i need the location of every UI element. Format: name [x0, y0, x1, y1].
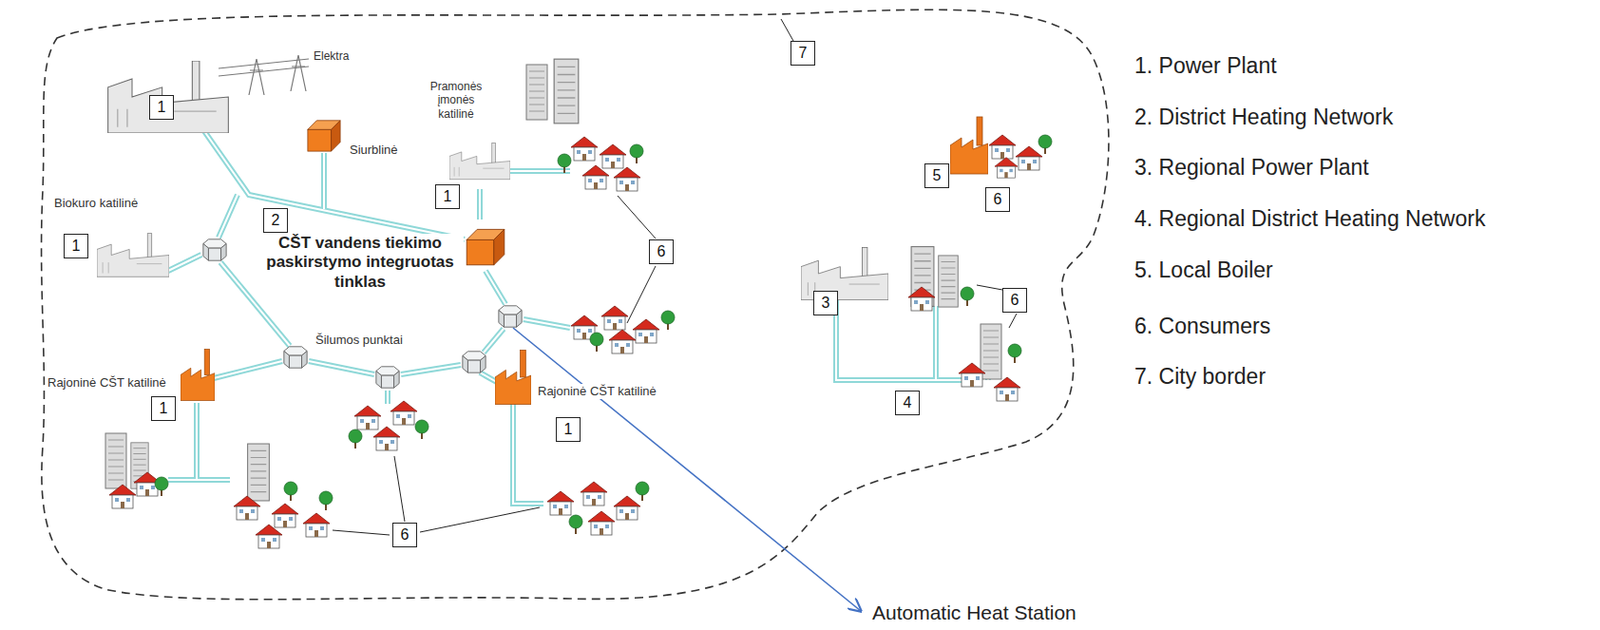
callout-box: 6 [392, 522, 418, 548]
text-label: Šilumos punktai [313, 332, 405, 348]
text-label: Elektra [311, 49, 351, 63]
callout-number: 2 [271, 212, 281, 229]
callout-box: 1 [555, 417, 581, 442]
legend-item: 4. Regional District Heating Network [1132, 206, 1487, 233]
callout-box: 7 [790, 40, 816, 66]
text-label: Automatic Heat Station [870, 600, 1079, 625]
callout-box: 4 [895, 390, 920, 416]
callout-number: 6 [400, 527, 410, 543]
callout-box: 2 [263, 208, 288, 233]
callout-box: 5 [924, 163, 950, 189]
callout-box: 6 [985, 187, 1010, 212]
callout-box: 6 [1002, 287, 1028, 313]
text-label: Pramonės įmonės katilinė [418, 79, 495, 121]
text-label: CŠT vandens tiekimo paskirstymo integruo… [256, 233, 464, 292]
callout-number: 5 [933, 168, 942, 184]
callout-number: 6 [993, 191, 1003, 208]
callout-box: 6 [648, 239, 674, 265]
callout-box: 1 [149, 95, 174, 120]
callout-box: 1 [435, 184, 460, 210]
callout-box: 1 [151, 396, 176, 421]
callout-number: 3 [821, 295, 831, 311]
legend-item: 6. Consumers [1132, 313, 1273, 341]
callout-number: 6 [1010, 292, 1020, 308]
text-label: Rajoninė CŠT katilinė [45, 375, 169, 391]
legend-item: 7. City border [1132, 363, 1268, 391]
text-label: Biokuro katilinė [52, 195, 140, 211]
text-label: Rajoninė CŠT katilinė [535, 383, 659, 400]
legend-item: 3. Regional Power Plant [1132, 154, 1372, 182]
legend-item: 2. District Heating Network [1132, 104, 1395, 132]
callout-number: 1 [443, 189, 453, 205]
callout-number: 1 [564, 421, 573, 438]
callout-number: 1 [159, 400, 169, 417]
callout-number: 1 [157, 99, 167, 115]
legend-item: 5. Local Boiler [1132, 257, 1276, 285]
callout-number: 1 [72, 238, 81, 254]
callout-number: 4 [903, 395, 913, 411]
callout-box: 1 [63, 233, 89, 259]
callout-box: 3 [813, 290, 839, 316]
callout-number: 7 [799, 45, 808, 61]
callout-number: 6 [657, 244, 667, 260]
text-label: Siurblinė [347, 142, 400, 158]
legend-item: 1. Power Plant [1132, 53, 1279, 80]
